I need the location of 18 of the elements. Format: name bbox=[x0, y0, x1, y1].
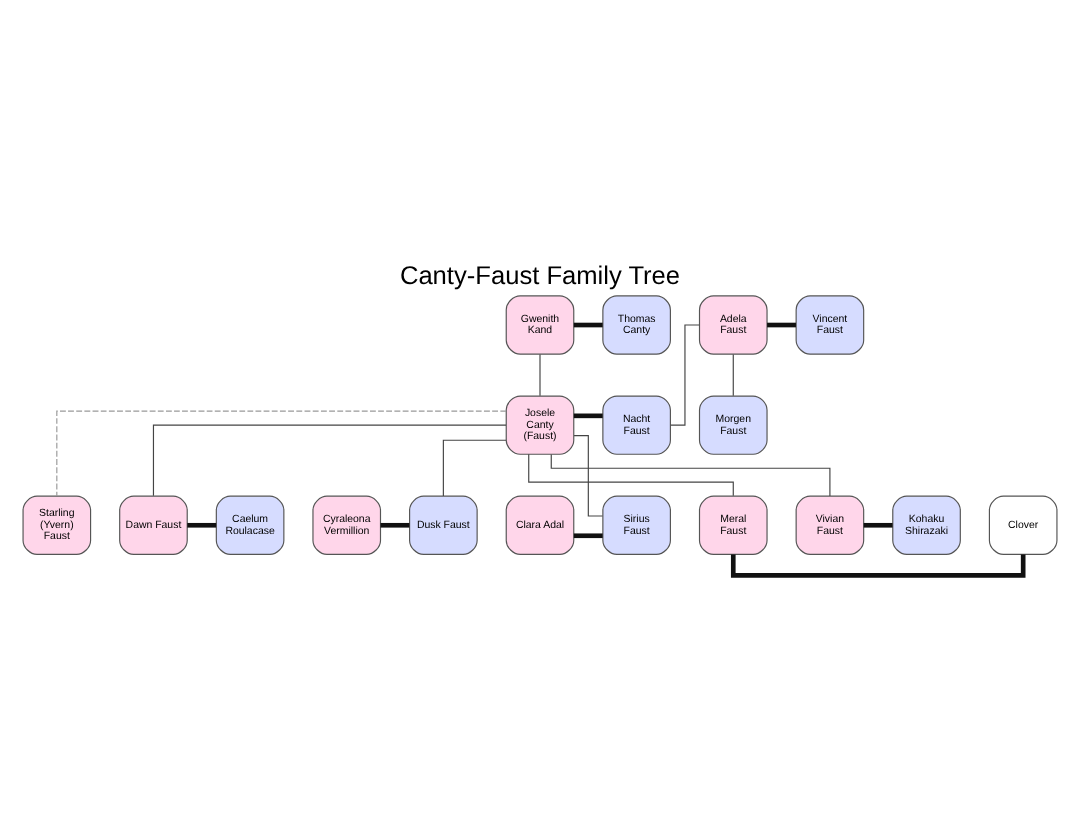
connector bbox=[539, 353, 541, 397]
diagram-title: Canty-Faust Family Tree bbox=[399, 259, 681, 290]
connector bbox=[732, 353, 734, 397]
connector bbox=[573, 533, 603, 539]
connector bbox=[56, 410, 507, 497]
connector bbox=[442, 439, 507, 497]
connector bbox=[573, 322, 603, 328]
connector bbox=[380, 522, 410, 528]
connector bbox=[152, 424, 507, 497]
connector bbox=[550, 454, 831, 497]
connector bbox=[730, 554, 1026, 578]
connector bbox=[670, 324, 700, 426]
connector bbox=[573, 435, 604, 517]
connector bbox=[573, 413, 603, 419]
connector bbox=[863, 522, 893, 528]
connector bbox=[187, 522, 217, 528]
connector bbox=[767, 322, 796, 328]
connector bbox=[528, 453, 734, 497]
